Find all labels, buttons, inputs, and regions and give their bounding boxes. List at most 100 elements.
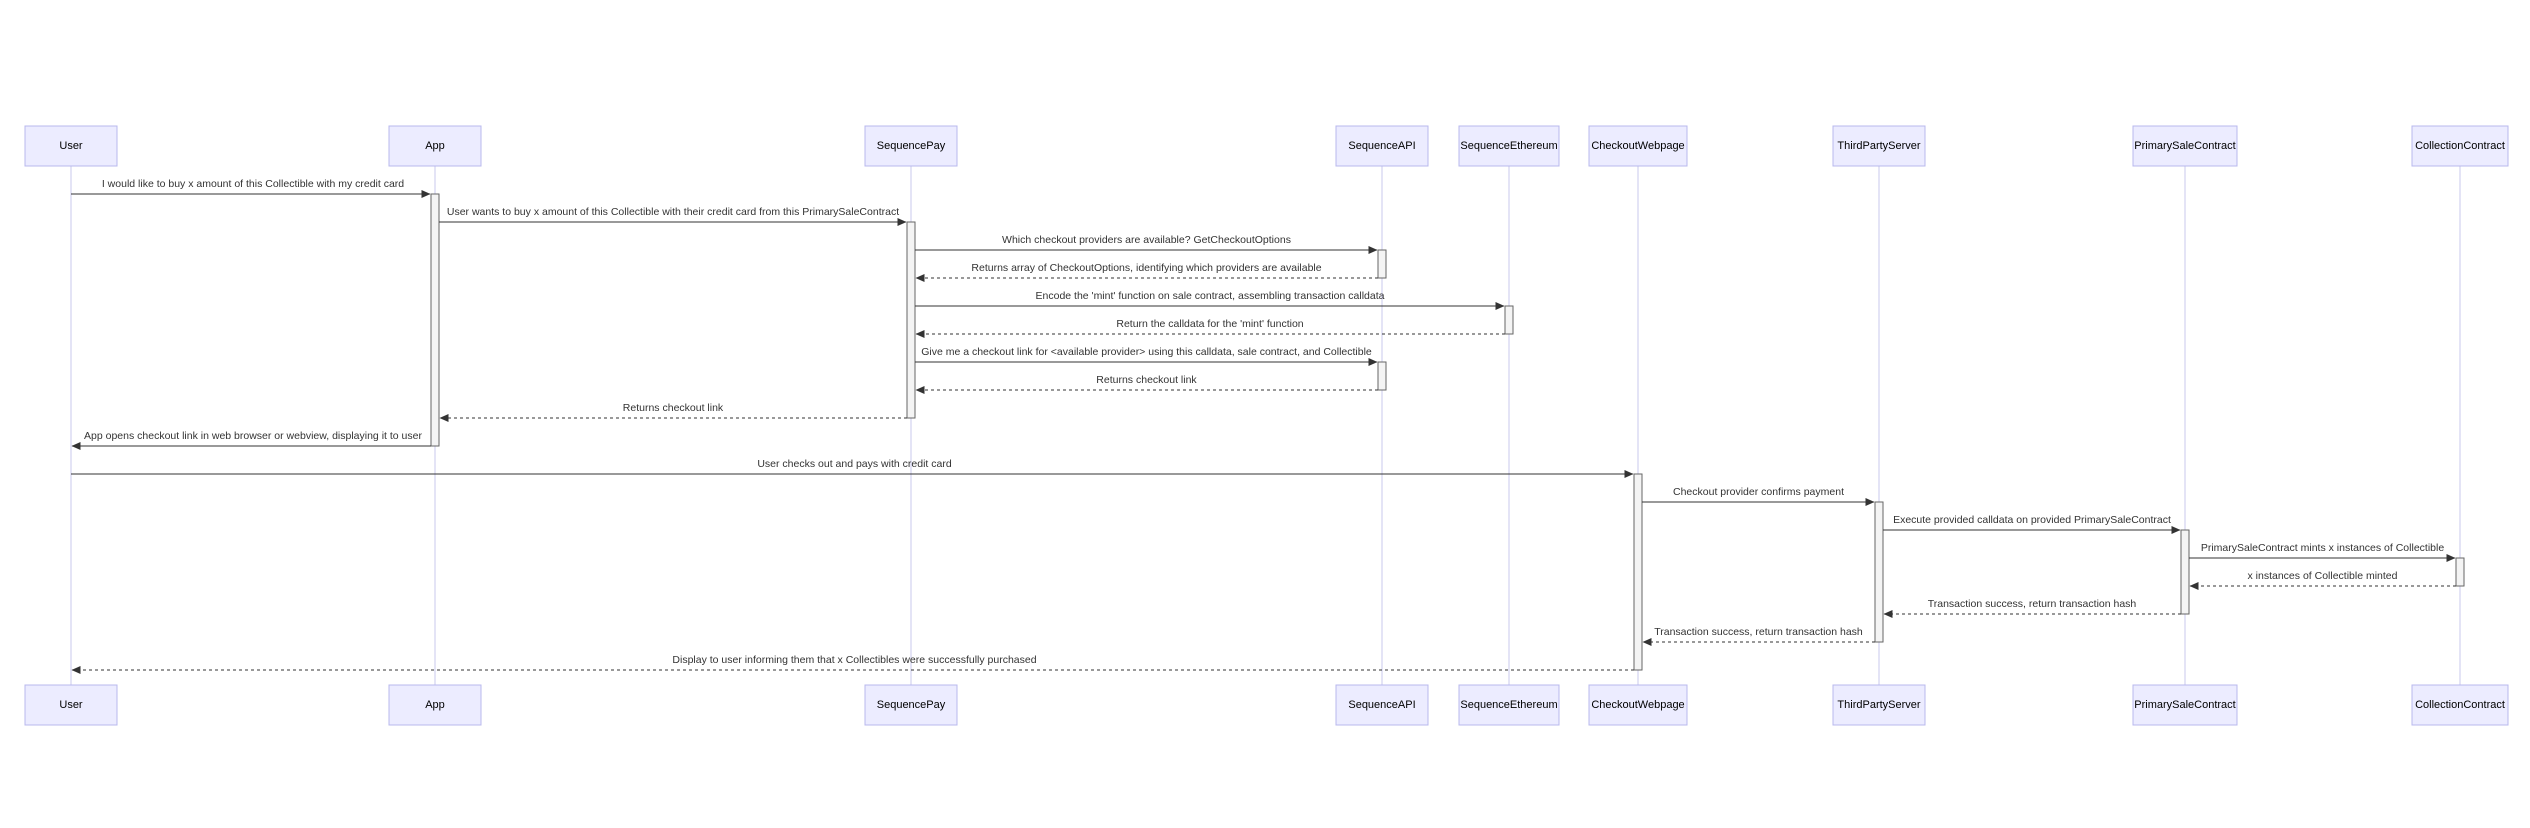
- actor-third-party-server-top: ThirdPartyServer: [1832, 125, 1926, 167]
- message-label: Returns checkout link: [623, 402, 724, 414]
- message-label: Transaction success, return transaction …: [1654, 626, 1863, 638]
- actor-label: User: [59, 699, 83, 711]
- actor-label: PrimarySaleContract: [2134, 140, 2235, 152]
- actor-primary-sale-contract-bottom: PrimarySaleContract: [2132, 684, 2238, 726]
- message: Give me a checkout link for <available p…: [915, 346, 1378, 366]
- message: I would like to buy x amount of this Col…: [71, 178, 431, 198]
- actor-label: ThirdPartyServer: [1837, 140, 1920, 152]
- actor-box: [2132, 684, 2238, 726]
- message-label: User wants to buy x amount of this Colle…: [447, 206, 899, 218]
- activation-primary-sale-contract: [2180, 529, 2190, 615]
- message-label: Transaction success, return transaction …: [1928, 598, 2137, 610]
- message: Encode the 'mint' function on sale contr…: [915, 290, 1505, 310]
- message-label: App opens checkout link in web browser o…: [84, 430, 422, 442]
- actor-box: [1588, 684, 1688, 726]
- actor-label: App: [425, 140, 445, 152]
- message-label: User checks out and pays with credit car…: [757, 458, 951, 470]
- message: Returns checkout link: [439, 402, 907, 422]
- activation-checkout-webpage: [1633, 473, 1643, 671]
- actor-primary-sale-contract-top: PrimarySaleContract: [2132, 125, 2238, 167]
- actor-label: SequenceAPI: [1348, 699, 1415, 711]
- activation-sequence-ethereum: [1504, 305, 1514, 335]
- actor-sequence-ethereum-bottom: SequenceEthereum: [1458, 684, 1560, 726]
- message: Checkout provider confirms payment: [1642, 486, 1875, 506]
- actor-label: User: [59, 140, 83, 152]
- message: Return the calldata for the 'mint' funct…: [915, 318, 1505, 338]
- actor-label: CollectionContract: [2415, 699, 2505, 711]
- actor-sequence-pay-top: SequencePay: [864, 125, 958, 167]
- message: x instances of Collectible minted: [2189, 570, 2456, 590]
- message-label: x instances of Collectible minted: [2248, 570, 2398, 582]
- message: Returns checkout link: [915, 374, 1378, 394]
- message: Execute provided calldata on provided Pr…: [1883, 514, 2181, 534]
- message: PrimarySaleContract mints x instances of…: [2189, 542, 2456, 562]
- actor-box: [2411, 684, 2509, 726]
- message-label: Encode the 'mint' function on sale contr…: [1036, 290, 1385, 302]
- actor-label: SequencePay: [877, 699, 946, 711]
- message: App opens checkout link in web browser o…: [71, 430, 431, 450]
- message-label: Execute provided calldata on provided Pr…: [1893, 514, 2171, 526]
- actor-sequence-pay-bottom: SequencePay: [864, 684, 958, 726]
- actor-box: [2132, 125, 2238, 167]
- message-label: Return the calldata for the 'mint' funct…: [1116, 318, 1303, 330]
- message: Display to user informing them that x Co…: [71, 654, 1634, 674]
- message-label: Display to user informing them that x Co…: [672, 654, 1036, 666]
- actor-label: CollectionContract: [2415, 140, 2505, 152]
- message: User checks out and pays with credit car…: [71, 458, 1634, 478]
- actor-box: [1832, 125, 1926, 167]
- message: Which checkout providers are available? …: [915, 234, 1378, 254]
- actor-label: App: [425, 699, 445, 711]
- actor-app-top: App: [388, 125, 482, 167]
- message-label: Give me a checkout link for <available p…: [921, 346, 1372, 358]
- actor-label: CheckoutWebpage: [1591, 140, 1684, 152]
- actor-label: PrimarySaleContract: [2134, 699, 2235, 711]
- actor-box: [1335, 125, 1429, 167]
- actor-box: [1832, 684, 1926, 726]
- actor-box: [1458, 125, 1560, 167]
- actor-sequence-api-bottom: SequenceAPI: [1335, 684, 1429, 726]
- message-label: PrimarySaleContract mints x instances of…: [2201, 542, 2445, 554]
- actor-box: [24, 684, 118, 726]
- actor-sequence-api-top: SequenceAPI: [1335, 125, 1429, 167]
- message-label: Returns checkout link: [1096, 374, 1197, 386]
- activation-app: [430, 193, 440, 447]
- message-label: I would like to buy x amount of this Col…: [102, 178, 404, 190]
- actor-box: [864, 684, 958, 726]
- actor-label: SequenceEthereum: [1460, 140, 1557, 152]
- message: Transaction success, return transaction …: [1883, 598, 2181, 618]
- actor-box: [2411, 125, 2509, 167]
- actor-box: [24, 125, 118, 167]
- actor-box: [1335, 684, 1429, 726]
- actor-collection-contract-top: CollectionContract: [2411, 125, 2509, 167]
- actor-app-bottom: App: [388, 684, 482, 726]
- actor-label: SequencePay: [877, 140, 946, 152]
- actor-user-top: User: [24, 125, 118, 167]
- message-label: Returns array of CheckoutOptions, identi…: [971, 262, 1321, 274]
- actor-collection-contract-bottom: CollectionContract: [2411, 684, 2509, 726]
- actor-checkout-webpage-top: CheckoutWebpage: [1588, 125, 1688, 167]
- actor-label: SequenceEthereum: [1460, 699, 1557, 711]
- actor-checkout-webpage-bottom: CheckoutWebpage: [1588, 684, 1688, 726]
- actor-box: [388, 125, 482, 167]
- actor-user-bottom: User: [24, 684, 118, 726]
- activation-collection-contract: [2455, 557, 2465, 587]
- activation-third-party-server: [1874, 501, 1884, 643]
- activation-sequence-api: [1377, 361, 1387, 391]
- message: User wants to buy x amount of this Colle…: [439, 206, 907, 226]
- message: Transaction success, return transaction …: [1642, 626, 1875, 646]
- activation-sequence-pay: [906, 221, 916, 419]
- message: Returns array of CheckoutOptions, identi…: [915, 262, 1378, 282]
- message-label: Checkout provider confirms payment: [1673, 486, 1844, 498]
- message-label: Which checkout providers are available? …: [1002, 234, 1291, 246]
- actor-label: ThirdPartyServer: [1837, 699, 1920, 711]
- actor-sequence-ethereum-top: SequenceEthereum: [1458, 125, 1560, 167]
- actor-box: [1458, 684, 1560, 726]
- actor-box: [388, 684, 482, 726]
- actor-box: [864, 125, 958, 167]
- actor-third-party-server-bottom: ThirdPartyServer: [1832, 684, 1926, 726]
- actor-label: SequenceAPI: [1348, 140, 1415, 152]
- activation-sequence-api: [1377, 249, 1387, 279]
- actor-box: [1588, 125, 1688, 167]
- actor-label: CheckoutWebpage: [1591, 699, 1684, 711]
